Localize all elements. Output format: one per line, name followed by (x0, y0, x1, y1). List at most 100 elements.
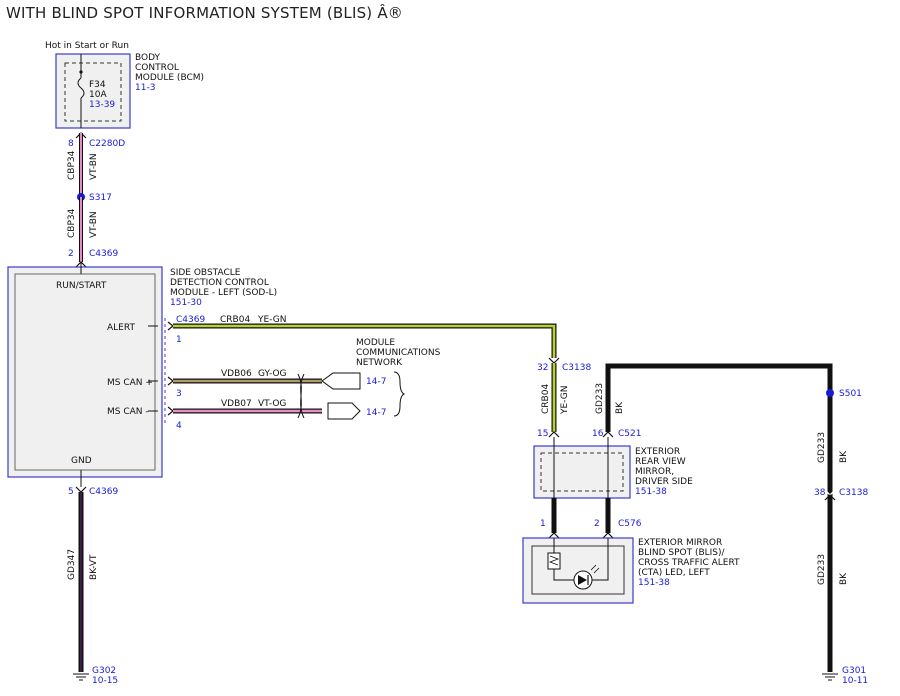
mirror-name-1: EXTERIOR (635, 447, 680, 457)
wire-crb04[interactable] (173, 323, 557, 358)
wire-gnd-color: BK-VT (89, 554, 99, 580)
network-label-1: MODULE (356, 338, 395, 348)
blis-name-4: (CTA) LED, LEFT (638, 568, 710, 578)
wire-color-label-2: VT-BN (89, 211, 99, 238)
fuse-rating: 10A (89, 90, 107, 100)
ground-g302-ref[interactable]: 10-15 (92, 676, 118, 686)
gd233-lower-circuit: GD233 (817, 554, 827, 585)
splice-s501-dot[interactable] (826, 389, 834, 397)
sod-gnd-connector-id[interactable]: C4369 (89, 487, 118, 497)
sod-in-pin: 2 (68, 249, 74, 259)
mirror-gnd-color: BK (615, 401, 625, 414)
mirror-name-2: REAR VIEW (635, 457, 686, 467)
c576-pin2: 2 (594, 519, 600, 529)
bcm-connector-pin: 8 (68, 139, 74, 149)
bcm-module[interactable] (55, 53, 131, 129)
ground-icon (822, 673, 838, 681)
gd233-lower-color: BK (839, 572, 849, 585)
sod-module[interactable] (7, 266, 163, 478)
mirror-alert-circuit: CRB04 (541, 384, 551, 414)
sod-gnd-label: GND (71, 456, 92, 466)
bcm-connector-id[interactable]: C2280D (89, 139, 125, 149)
sod-pin-can-minus: 4 (176, 421, 182, 431)
wire-alert-circuit: CRB04 (220, 315, 250, 325)
bcm-name-2: CONTROL (135, 63, 179, 73)
connector-arrow-icon (167, 376, 174, 386)
mirror-connector-id[interactable]: C521 (618, 429, 641, 439)
sod-pin-alert: 1 (176, 335, 182, 345)
mirror-alert-color: YE-GN (560, 386, 570, 415)
fuse-id: F34 (89, 80, 106, 90)
page-title: WITH BLIND SPOT INFORMATION SYSTEM (BLIS… (6, 4, 403, 22)
c3138-top-pin: 32 (537, 363, 548, 373)
sod-can-minus-label: MS CAN - (107, 407, 149, 417)
connector-arrow-icon (548, 532, 560, 539)
wire-can-plus-circuit: VDB06 (221, 369, 252, 379)
sod-can-plus-label: MS CAN + (107, 378, 153, 388)
network-label-3: NETWORK (356, 358, 403, 368)
connector-arrow-icon (602, 431, 614, 438)
sod-name-2: DETECTION CONTROL (170, 278, 269, 288)
network-ref-plus[interactable]: 14-7 (366, 377, 386, 387)
sod-ref-link[interactable]: 151-30 (170, 298, 202, 308)
wire-gnd-circuit: GD347 (67, 549, 77, 580)
c3138-top-id[interactable]: C3138 (562, 363, 591, 373)
wire-gd233[interactable] (605, 363, 833, 672)
c3138-bottom-pin: 38 (814, 488, 826, 498)
connector-arrow-icon (548, 357, 560, 364)
c576-pin1: 1 (540, 519, 546, 529)
c3138-bottom-id[interactable]: C3138 (839, 488, 868, 498)
fuse-ref-link[interactable]: 13-39 (89, 100, 115, 110)
blis-led-module[interactable] (522, 537, 634, 604)
fuse-terminal-dot (79, 70, 83, 74)
connector-arrow-icon (75, 486, 87, 493)
mirror-name-3: MIRROR, (635, 467, 674, 477)
sod-out-connector-id[interactable]: C4369 (176, 315, 205, 325)
blis-name-2: BLIND SPOT (BLIS)/ (638, 548, 726, 558)
mirror-ref-link[interactable]: 151-38 (635, 487, 667, 497)
wire-color-label: VT-BN (89, 153, 99, 180)
mirror-gnd-circuit: GD233 (595, 383, 605, 414)
wire-can-plus-color: GY-OG (258, 369, 287, 379)
mirror-pin-alert: 15 (537, 429, 548, 439)
brace-icon (393, 371, 406, 417)
wire-can-minus-color: VT-OG (258, 399, 286, 409)
wire-alert-color: YE-GN (257, 315, 286, 325)
sod-name-1: SIDE OBSTACLE (170, 268, 241, 278)
bcm-name-1: BODY (135, 53, 161, 63)
ground-g301-ref[interactable]: 10-11 (842, 676, 868, 686)
power-label: Hot in Start or Run (45, 41, 129, 51)
gd233-upper-circuit: GD233 (817, 432, 827, 463)
sod-pin-can-plus: 3 (176, 389, 182, 399)
connector-arrow-icon (167, 406, 174, 416)
connector-arrow-icon (548, 431, 560, 438)
mirror-pin-gnd: 16 (592, 429, 604, 439)
sod-in-connector-id[interactable]: C4369 (89, 249, 118, 259)
blis-name-1: EXTERIOR MIRROR (638, 538, 722, 548)
network-connector-icon[interactable] (327, 402, 361, 420)
ground-g302-label[interactable]: G302 (92, 666, 116, 676)
fuse-icon (77, 77, 85, 99)
blis-name-3: CROSS TRAFFIC ALERT (638, 558, 740, 568)
connector-arrow-icon (602, 532, 614, 539)
sod-name-3: MODULE - LEFT (SOD-L) (170, 288, 277, 298)
bcm-ref-link[interactable]: 11-3 (135, 83, 155, 93)
sod-alert-label: ALERT (107, 323, 135, 333)
connector-arrow-icon (824, 494, 836, 501)
c576-id[interactable]: C576 (618, 519, 642, 529)
splice-s317-label[interactable]: S317 (89, 193, 112, 203)
wire-circuit-label-2: CBP34 (67, 208, 77, 238)
mirror-module[interactable] (533, 445, 631, 499)
ground-g301-label[interactable]: G301 (842, 666, 866, 676)
resistor-icon (547, 552, 561, 570)
network-connector-icon[interactable] (321, 372, 361, 390)
gd233-upper-color: BK (839, 450, 849, 463)
network-label-2: COMMUNICATIONS (356, 348, 441, 358)
blis-ref-link[interactable]: 151-38 (638, 578, 670, 588)
network-ref-minus[interactable]: 14-7 (366, 408, 386, 418)
mirror-name-4: DRIVER SIDE (635, 477, 693, 487)
wire-can-minus-circuit: VDB07 (221, 399, 252, 409)
ground-icon (73, 673, 89, 681)
wire-circuit-label: CBP34 (67, 150, 77, 180)
splice-s501-label[interactable]: S501 (839, 389, 862, 399)
